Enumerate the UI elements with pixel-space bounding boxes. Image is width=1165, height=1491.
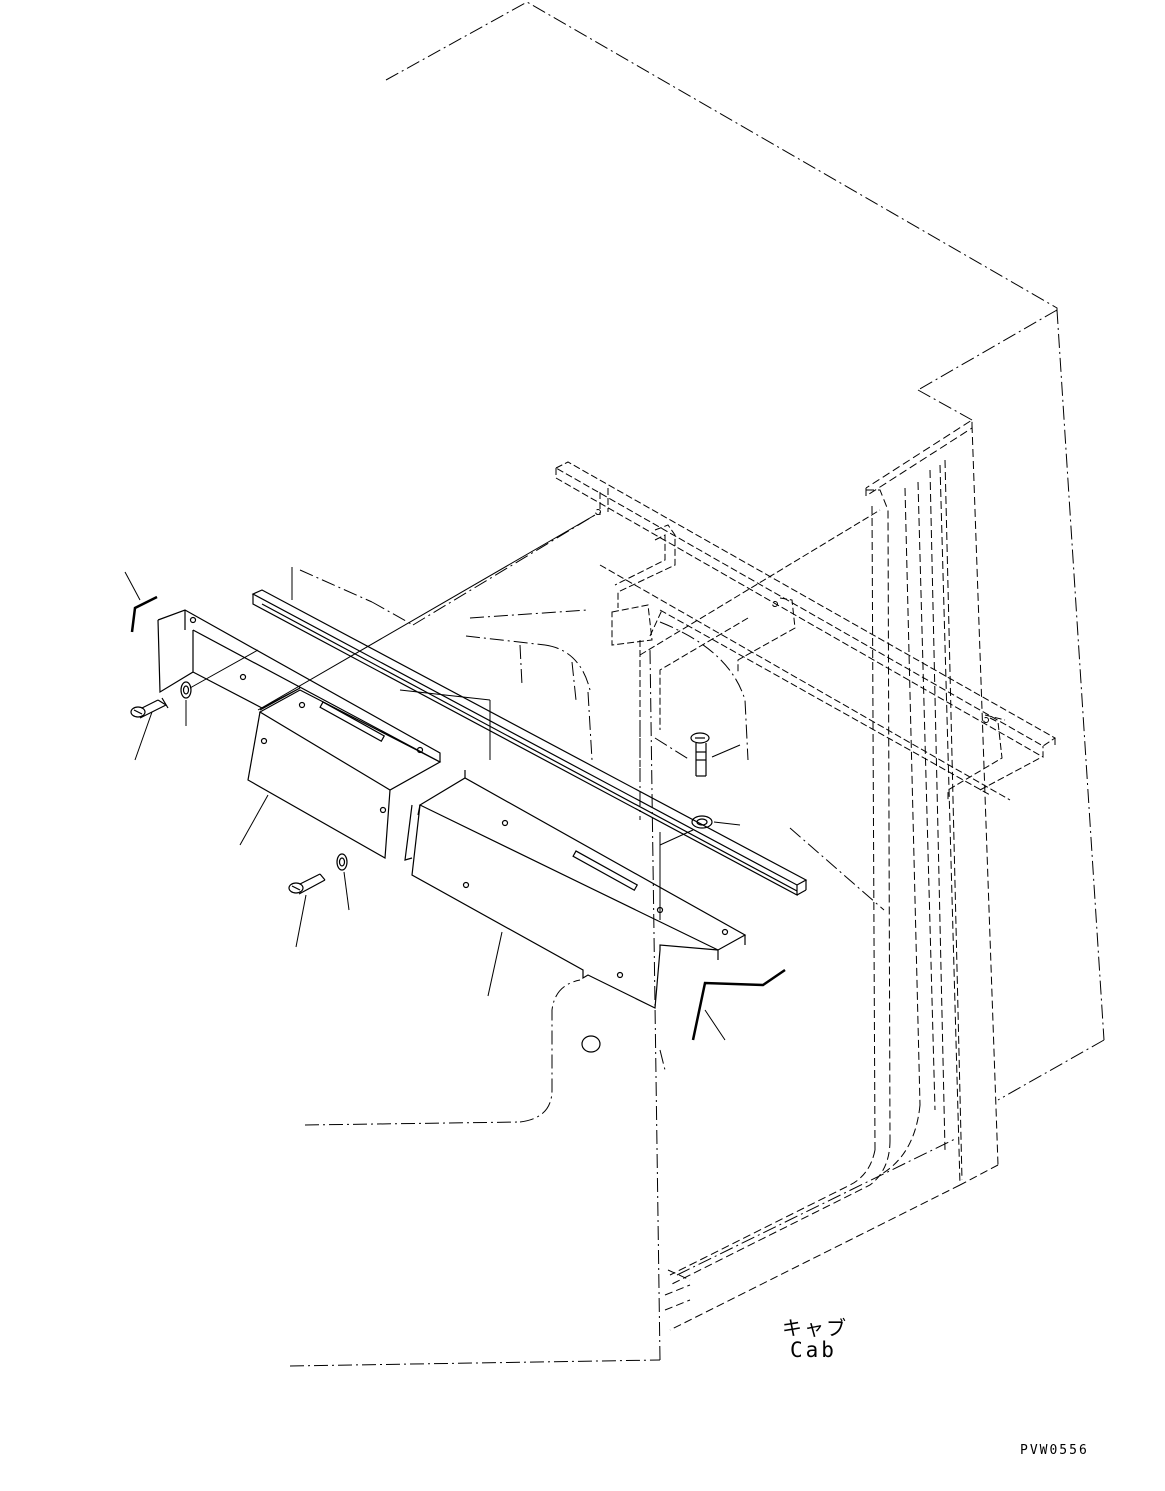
drawing-code: PVW0556 (1020, 1443, 1089, 1458)
washer-right (692, 816, 712, 828)
cab-door-frame (665, 420, 998, 1330)
washer-left (181, 682, 191, 698)
roof-rail-assembly (556, 462, 1055, 800)
left-cover-plate (158, 610, 440, 762)
screw-right (691, 733, 709, 776)
screw-middle (289, 874, 325, 894)
right-cover (405, 770, 745, 1008)
cab-label-japanese: キャブ (782, 1316, 848, 1340)
hex-wrench-right (693, 970, 785, 1040)
rail (253, 590, 806, 895)
middle-cover (248, 690, 440, 858)
leader-lines (125, 515, 740, 1040)
screw-left (131, 698, 168, 718)
cab-label-english: Cab (790, 1338, 837, 1362)
hex-wrench-left (132, 597, 157, 632)
washer-middle (337, 854, 347, 870)
cab-hole (582, 1036, 600, 1052)
